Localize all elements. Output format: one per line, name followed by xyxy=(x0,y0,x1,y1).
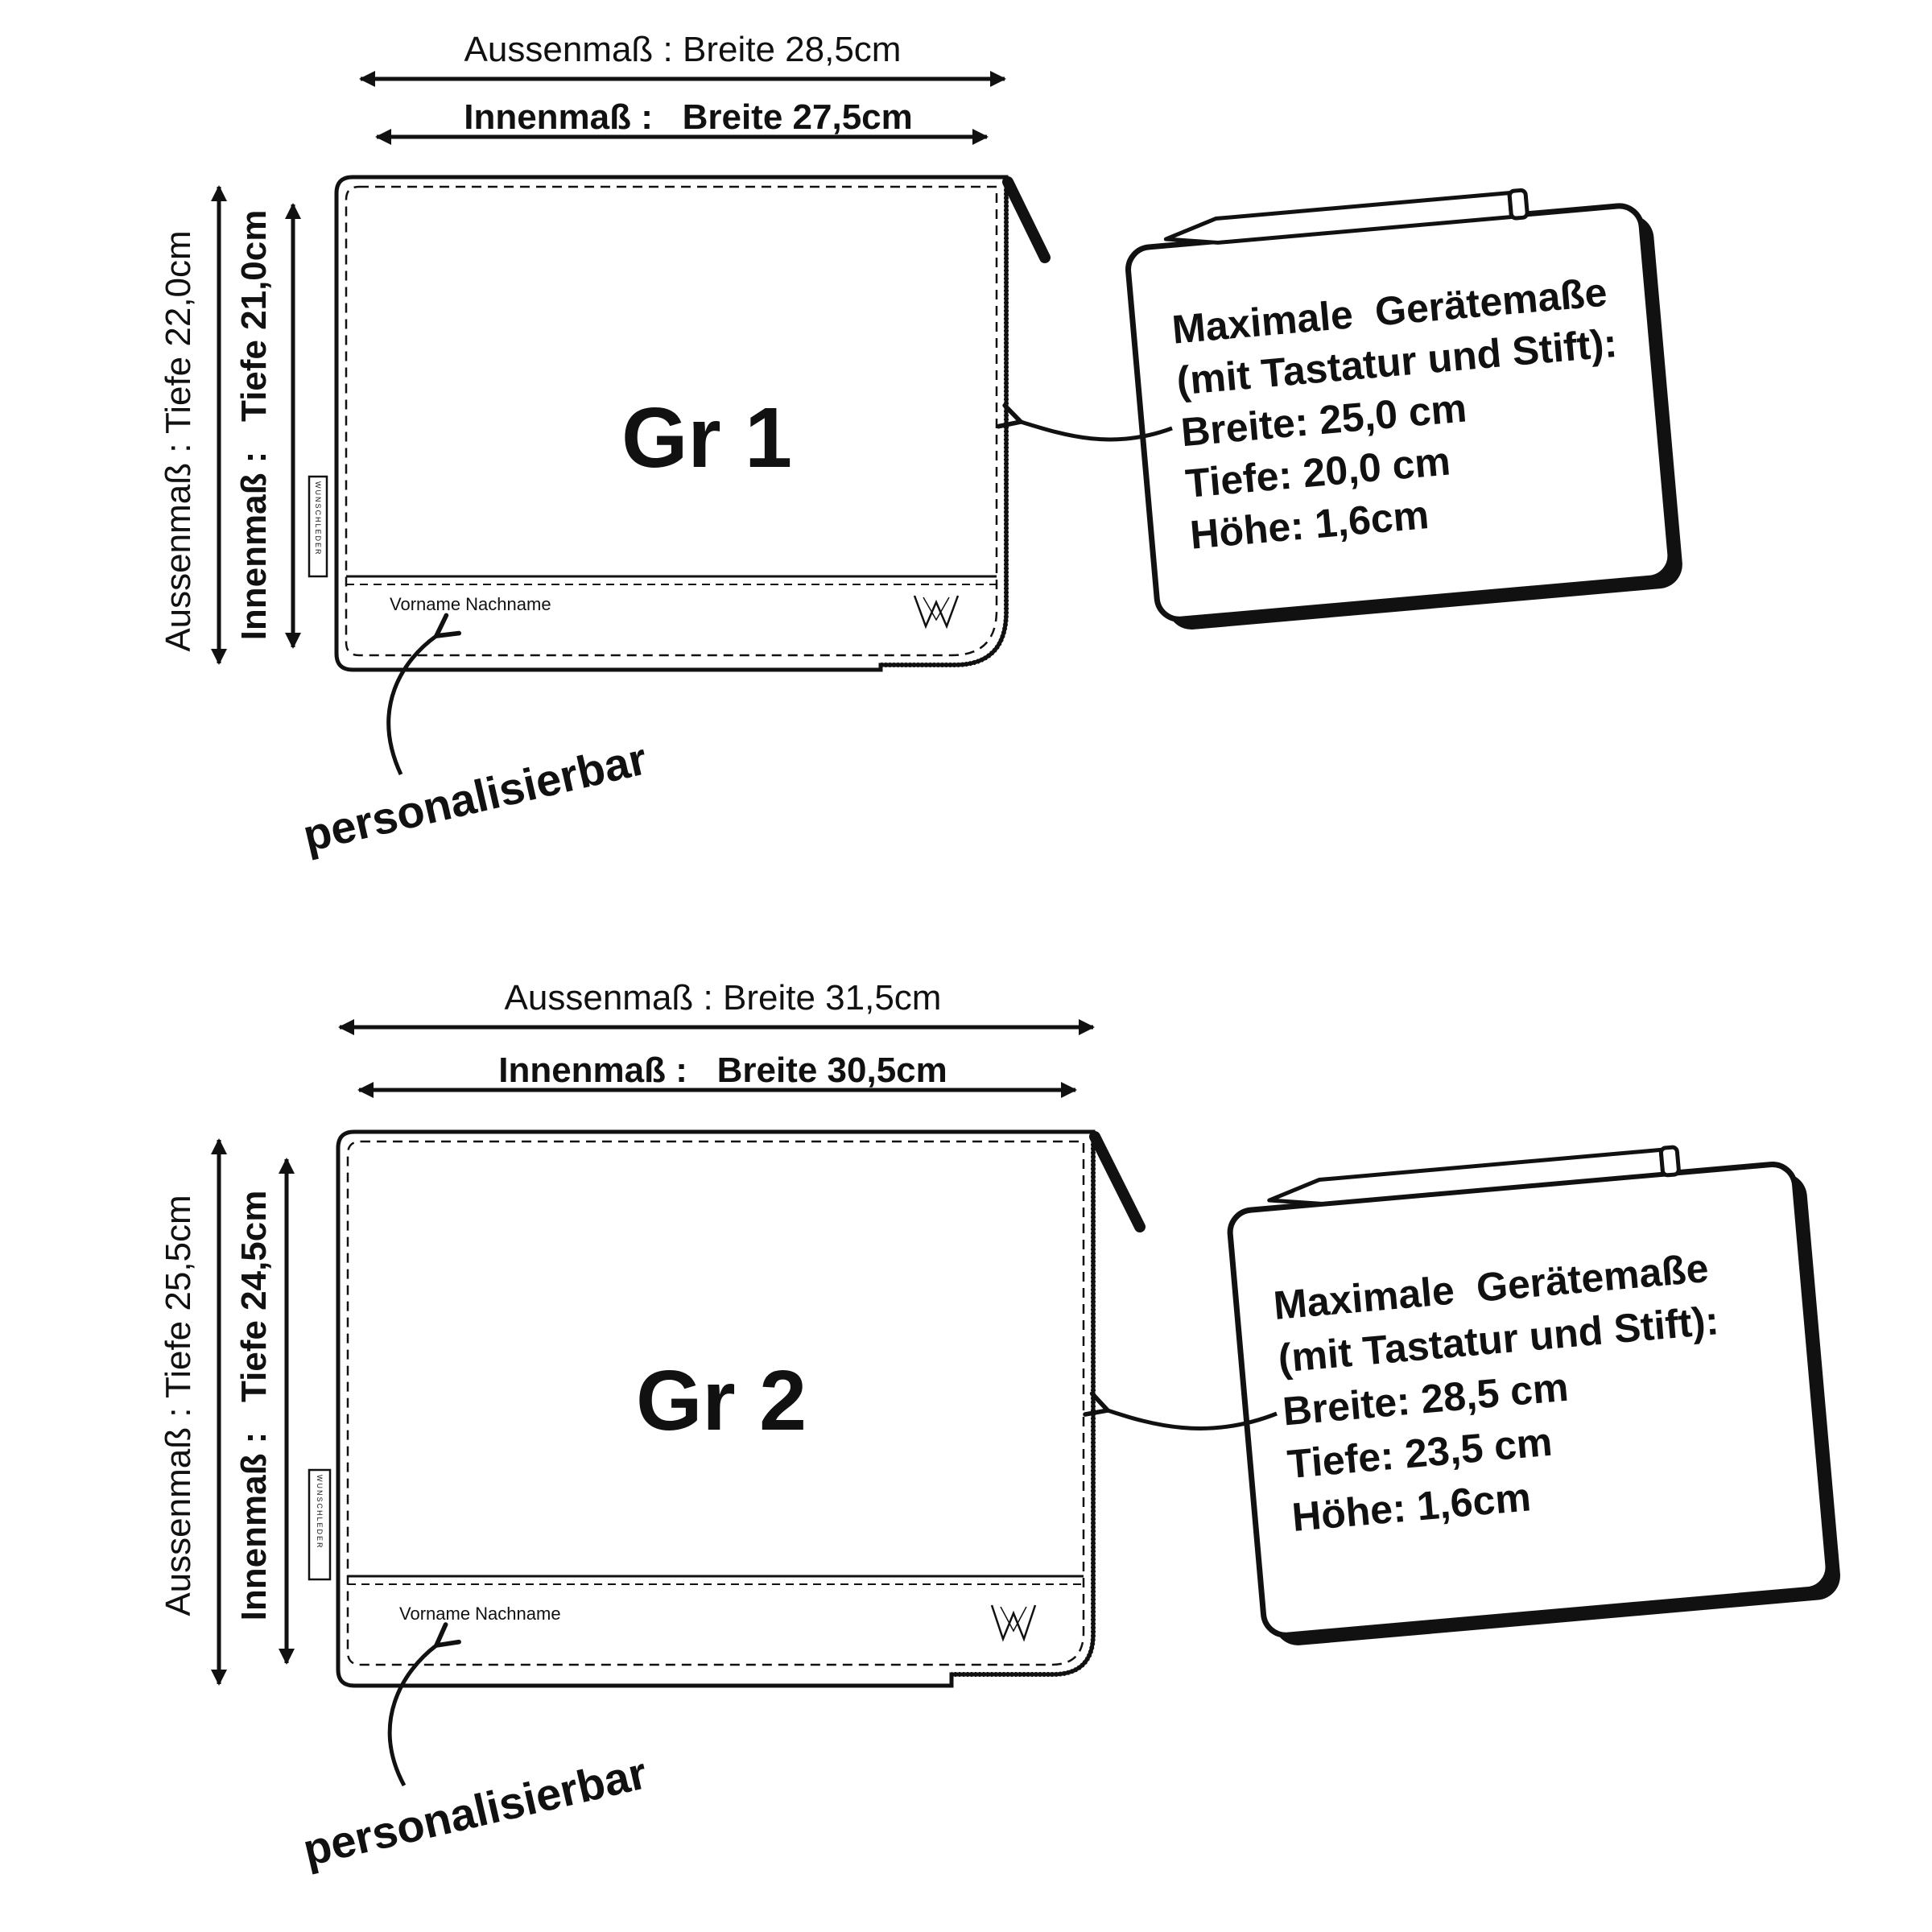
inner-depth-dimension: Innenmaß : Tiefe 24,5cm xyxy=(234,1158,295,1665)
outer-depth-label: Aussenmaß : Tiefe 25,5cm xyxy=(159,1195,198,1616)
outer-width-dimension: Aussenmaß : Breite 28,5cm xyxy=(359,30,1006,87)
sleeve-drawing: WUNSCHLEDER Gr 1 Vorname Nachname xyxy=(308,175,1051,672)
device-card: Maximale Gerätemaße (mit Tastatur und St… xyxy=(1227,1145,1840,1645)
outer-width-dimension: Aussenmaß : Breite 31,5cm xyxy=(338,978,1095,1035)
inner-depth-label: Innenmaß : Tiefe 24,5cm xyxy=(234,1191,274,1621)
brand-tag: WUNSCHLEDER xyxy=(308,1468,332,1581)
brand-tag-text: WUNSCHLEDER xyxy=(314,481,322,556)
inner-width-dimension: Innenmaß : Breite 30,5cm xyxy=(357,1051,1077,1098)
curved-arrow-icon xyxy=(996,402,1173,442)
inner-width-label: Innenmaß : Breite 30,5cm xyxy=(498,1051,947,1090)
outer-width-label: Aussenmaß : Breite 31,5cm xyxy=(505,978,942,1018)
outer-width-label: Aussenmaß : Breite 28,5cm xyxy=(464,30,902,69)
brand-tag: WUNSCHLEDER xyxy=(308,475,328,578)
size-1-section: Aussenmaß : Breite 28,5cm Innenmaß : Bre… xyxy=(159,30,1682,861)
name-placeholder: Vorname Nachname xyxy=(399,1604,561,1624)
size-label: Gr 2 xyxy=(636,1353,807,1448)
inner-depth-label: Innenmaß : Tiefe 21,0cm xyxy=(234,210,274,641)
size-2-section: Aussenmaß : Breite 31,5cm Innenmaß : Bre… xyxy=(159,978,1840,1876)
inner-width-label: Innenmaß : Breite 27,5cm xyxy=(464,97,913,137)
inner-depth-dimension: Innenmaß : Tiefe 21,0cm xyxy=(234,203,301,649)
wunschleder-logo-icon xyxy=(990,1604,1037,1642)
curved-arrow-icon xyxy=(387,1622,461,1787)
curved-arrow-icon xyxy=(386,613,462,776)
inner-width-dimension: Innenmaß : Breite 27,5cm xyxy=(375,97,989,145)
curved-arrow-icon xyxy=(1083,1391,1278,1430)
size-label: Gr 1 xyxy=(621,390,792,485)
device-card: Maximale Gerätemaße (mit Tastatur und St… xyxy=(1125,188,1682,630)
personalize-label: personalisierbar xyxy=(299,733,652,861)
stylus-pen-icon xyxy=(1267,1145,1681,1206)
stylus-pen-icon xyxy=(1163,188,1530,245)
outer-depth-dimension: Aussenmaß : Tiefe 25,5cm xyxy=(159,1138,227,1686)
outer-depth-dimension: Aussenmaß : Tiefe 22,0cm xyxy=(159,185,227,665)
wunschleder-logo-icon xyxy=(913,595,960,630)
outer-depth-label: Aussenmaß : Tiefe 22,0cm xyxy=(159,230,198,651)
name-placeholder: Vorname Nachname xyxy=(390,594,551,614)
zipper-pull-icon xyxy=(1002,176,1051,263)
personalize-label: personalisierbar xyxy=(299,1747,652,1875)
sleeve-drawing: WUNSCHLEDER Gr 2 Vorname Nachname xyxy=(308,1129,1146,1688)
brand-tag-text: WUNSCHLEDER xyxy=(316,1475,324,1550)
zipper-pull-icon xyxy=(1089,1131,1146,1232)
